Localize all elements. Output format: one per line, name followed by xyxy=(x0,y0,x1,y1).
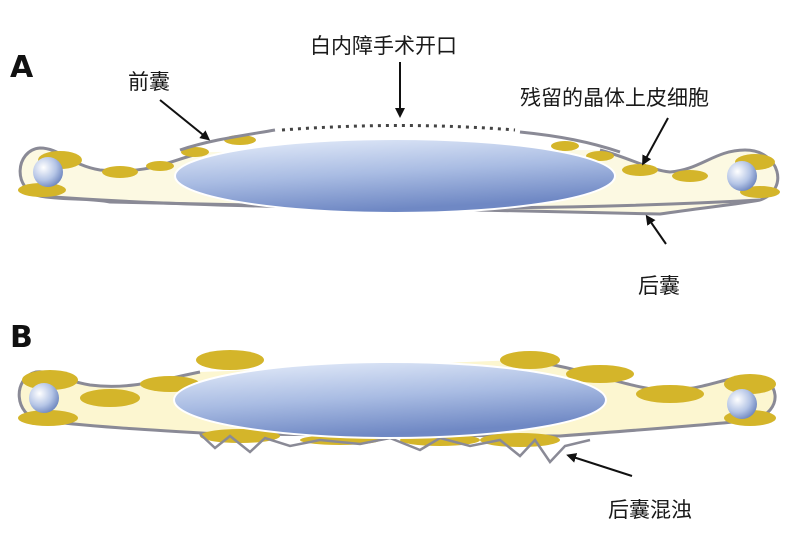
anterior-capsule-right-a xyxy=(519,130,621,154)
panel-a-diagram xyxy=(18,62,780,245)
haptic-right-b xyxy=(727,389,757,419)
posterior-capsule-b xyxy=(199,433,591,464)
iol-optic-a xyxy=(174,138,616,214)
arrow-residual-cells xyxy=(642,117,669,166)
arrow-anterior-capsule xyxy=(159,99,211,141)
incision-dotted-line xyxy=(281,124,516,132)
haptic-left-b xyxy=(29,383,59,413)
panel-b-diagram xyxy=(17,350,777,477)
label-anterior-capsule: 前囊 xyxy=(128,70,170,94)
anterior-capsule-left-a xyxy=(179,128,276,152)
arrow-posterior-capsule xyxy=(645,214,667,245)
panel-b-letter: B xyxy=(10,320,33,355)
label-posterior-capsule: 后囊 xyxy=(638,274,680,298)
label-residual-epithelial-cells: 残留的晶体上皮细胞 xyxy=(520,86,709,110)
label-cataract-incision: 白内障手术开口 xyxy=(310,34,457,58)
panel-a-letter: A xyxy=(10,50,34,85)
iol-optic-b xyxy=(173,361,607,439)
label-posterior-capsule-opacification: 后囊混浊 xyxy=(608,498,692,522)
haptic-left-a xyxy=(33,157,63,187)
haptic-right-a xyxy=(727,161,757,191)
arrow-posterior-opacification xyxy=(566,453,633,477)
